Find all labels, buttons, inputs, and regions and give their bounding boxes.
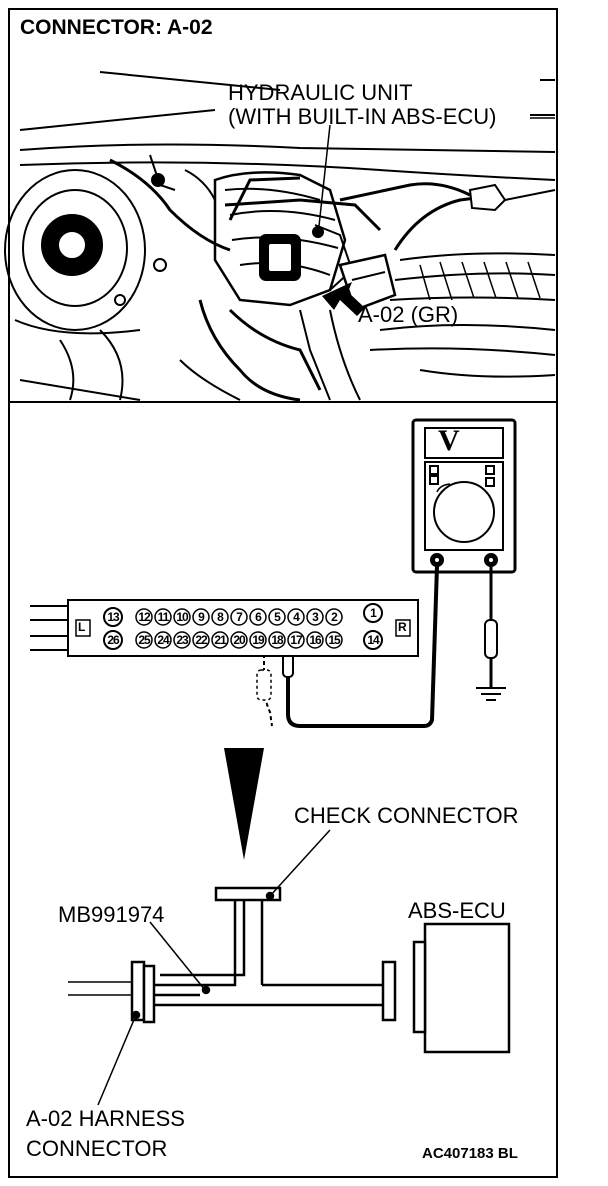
figure-code: AC407183 BL [422,1145,518,1162]
engine-bay-photo [4,71,556,403]
harness-connector-label-line1: A-02 HARNESS [26,1106,185,1131]
pin-8: 8 [217,610,224,624]
pin-20: 20 [233,633,245,647]
pin-25: 25 [138,633,150,647]
pin-12: 12 [138,610,150,624]
connector-pin-circles [135,608,343,649]
pin-23: 23 [176,633,188,647]
pin-17: 17 [290,633,302,647]
abs-ecu-label: ABS-ECU [408,898,506,923]
pin-26: 26 [107,633,119,647]
hydraulic-unit-label-line2: (WITH BUILT-IN ABS-ECU) [228,104,497,129]
connector-right-marker: R [398,620,407,634]
ground-icon [476,687,506,701]
strut-tower [4,169,167,335]
schematic [68,829,511,1106]
pin-1: 1 [370,606,377,620]
pin-13: 13 [107,610,119,624]
pointer-triangle-icon [224,748,264,860]
hydraulic-unit-label-line1: HYDRAULIC UNIT [228,80,413,105]
connector-callout-label: A-02 (GR) [358,302,459,327]
pin-16: 16 [309,633,321,647]
pin-18: 18 [271,633,283,647]
photo-callout-leaders [317,117,555,236]
pin-11: 11 [157,610,170,624]
voltmeter-display-symbol: V [438,424,460,457]
connector-left-marker: L [78,620,86,634]
abs-ecu-box [423,922,511,1054]
adapter-label: MB991974 [58,902,165,927]
pin-21: 21 [214,633,226,647]
pin-10: 10 [176,610,188,624]
pin-2: 2 [331,610,338,624]
pin-9: 9 [198,610,205,624]
pin-14: 14 [367,633,379,647]
figure-title: CONNECTOR: A-02 [20,16,213,39]
hydraulic-unit [213,171,354,307]
pin-24: 24 [157,633,169,647]
figure-frame [8,8,558,1178]
pin-6: 6 [255,610,262,624]
pin-7: 7 [236,610,243,624]
pin-22: 22 [195,633,207,647]
connector-arrow-icon [322,282,365,316]
pin-19: 19 [252,633,264,647]
check-connector-label: CHECK CONNECTOR [294,803,519,828]
pin-5: 5 [274,610,281,624]
harness-connector-label-line2: CONNECTOR [26,1136,168,1161]
pin-15: 15 [328,633,340,647]
pin-4: 4 [293,610,300,624]
check-connector [214,886,282,902]
pin-3: 3 [312,610,319,624]
voltmeter [411,418,517,574]
